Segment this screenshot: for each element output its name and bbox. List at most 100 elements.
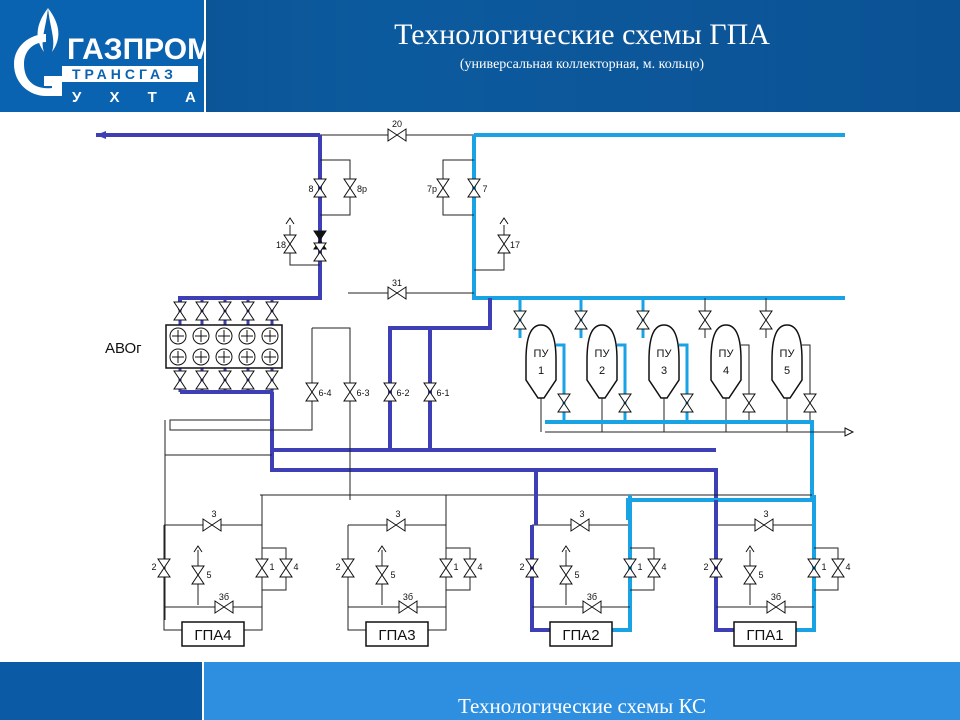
gpa-unit-box <box>549 621 613 647</box>
gpa-valve-3b-label: 3б <box>403 592 413 602</box>
gpa-valve-2-label: 2 <box>703 562 708 572</box>
gpa-valve-2-label: 2 <box>519 562 524 572</box>
valve-7-label: 7 <box>482 184 487 194</box>
avo-fan-blade-icon <box>218 351 230 363</box>
avo-fan-blade-icon <box>195 351 207 363</box>
pu-label-line2: 4 <box>723 365 729 377</box>
avo-inlet-valve-icon-body <box>218 301 232 321</box>
avo-inlet-valve-icon <box>195 301 209 321</box>
gpa-valve-3b-icon-body <box>398 600 418 614</box>
gpa-valve-3b-icon <box>766 600 786 614</box>
pu-inlet-valve-icon-body <box>698 310 712 330</box>
gpa-valve-2-icon-body <box>157 558 171 578</box>
gpa-valve-3-icon <box>202 518 222 532</box>
pu-outlet-valve-icon-body <box>742 393 756 413</box>
footer-title: Технологические схемы КС <box>457 694 707 718</box>
gpa-valve-1-label: 1 <box>821 562 826 572</box>
gpa-unit-box <box>733 621 797 647</box>
gpa-unit-label: ГПА3 <box>378 627 415 644</box>
pu-label-line1: ПУ <box>719 348 735 360</box>
pu-inlet-valve-icon <box>513 310 527 330</box>
gpa-valve-5-icon-body <box>375 565 389 585</box>
pu-label-line2: 5 <box>784 365 790 377</box>
gpa-valve-3b-icon <box>214 600 234 614</box>
valve-7p-label: 7р <box>427 184 437 194</box>
valve-6-2-icon-body <box>383 382 397 402</box>
light-return-collector <box>545 420 814 450</box>
pu-inlet-valve-icon-body <box>759 310 773 330</box>
gpa-valve-3-label: 3 <box>579 509 584 519</box>
gpa-valve-2-label: 2 <box>151 562 156 572</box>
gpa-valve-1-label: 1 <box>453 562 458 572</box>
valve-6-2-label: 6-2 <box>396 388 409 398</box>
valve-18-icon-body <box>283 234 297 254</box>
gpa-valve-2-label: 2 <box>335 562 340 572</box>
valve-17-label: 17 <box>510 240 520 250</box>
gpa-valve-1-icon <box>807 558 821 578</box>
thin-6-3-line <box>312 327 351 500</box>
avo-fan-blade-icon <box>241 330 253 342</box>
gpa-unit-label: ГПА4 <box>194 627 231 644</box>
gpa-valve-3-label: 3 <box>211 509 216 519</box>
pu-label-line2: 1 <box>538 365 544 377</box>
gpa-valve-3-icon-body <box>570 518 590 532</box>
pu-label-line1: ПУ <box>657 348 673 360</box>
gpa-valve-3b-icon-body <box>582 600 602 614</box>
valve-20-icon <box>387 128 407 142</box>
pu-outlet-valve-icon-body <box>803 393 817 413</box>
pu-separator-vessel <box>771 324 803 399</box>
avo-outlet-valve-icon-body <box>241 370 255 390</box>
pu-inlet-valve-icon <box>574 310 588 330</box>
valve-8p-icon-body <box>343 178 357 198</box>
avo-fan-blade-icon <box>172 351 184 363</box>
header-bar: ГАЗПРОМ ТРАНСГАЗ У Х Т А Технологические… <box>0 0 960 112</box>
pu-outlet-valve-icon <box>557 393 571 413</box>
avo-outlet-valve-icon <box>173 370 187 390</box>
footer-bar: Технологические схемы КС <box>0 662 960 720</box>
valve-20-label: 20 <box>392 119 402 129</box>
valve-6-1-icon-body <box>423 382 437 402</box>
gpa-valve-2-icon-body <box>341 558 355 578</box>
page-subtitle: (универсальная коллекторная, м. кольцо) <box>459 57 705 72</box>
gpa-discharge-line <box>610 495 632 632</box>
gpa-valve-4-icon <box>279 558 293 578</box>
pu-separator-vessel <box>586 324 618 399</box>
gpa-valve-1-label: 1 <box>637 562 642 572</box>
avo-inlet-valve-icon <box>218 301 232 321</box>
pu-inlet-valve-icon-body <box>636 310 650 330</box>
gpa-valve-4-icon-body <box>463 558 477 578</box>
light-riser-line <box>472 135 845 300</box>
pu-inlet-valve-icon <box>759 310 773 330</box>
bypass-8p-line <box>320 159 351 216</box>
avo-outlet-valve-icon <box>218 370 232 390</box>
vent-17-line <box>474 225 505 271</box>
gpa-valve-4-icon-body <box>279 558 293 578</box>
gpa-valve-3-icon <box>570 518 590 532</box>
gpa-valve-3-icon <box>754 518 774 532</box>
gpa-valve-2-icon <box>525 558 539 578</box>
light-collector-main <box>626 450 814 520</box>
valve-6-3-icon-body <box>343 382 357 402</box>
valve-18-label: 18 <box>276 240 286 250</box>
gpa-valve-5-icon-body <box>559 565 573 585</box>
gpa-valve-1-icon <box>255 558 269 578</box>
drain-arrow-icon <box>844 427 855 437</box>
avo-fan-blade-icon <box>172 330 184 342</box>
gpa-valve-2-icon <box>341 558 355 578</box>
valve-below-check-icon-body <box>313 242 327 262</box>
valve-18-icon <box>283 234 297 254</box>
gpa-valve-3-icon-body <box>202 518 222 532</box>
valve-8-label: 8 <box>308 184 313 194</box>
avo-inlet-valve-icon <box>265 301 279 321</box>
gpa-valve-4-icon-body <box>831 558 845 578</box>
pu-inlet-valve-icon <box>698 310 712 330</box>
valve-17-icon-body <box>497 234 511 254</box>
gpa-valve-2-icon <box>157 558 171 578</box>
gpa-valve-3b-label: 3б <box>587 592 597 602</box>
gpa-valve-4-icon-body <box>647 558 661 578</box>
valve-6-4-label: 6-4 <box>318 388 331 398</box>
gpa-valve-2-icon-body <box>709 558 723 578</box>
gpa-valve-3b-label: 3б <box>219 592 229 602</box>
gpa-vent-5-arrow-icon <box>193 545 203 553</box>
gpa-valve-3-label: 3 <box>763 509 768 519</box>
